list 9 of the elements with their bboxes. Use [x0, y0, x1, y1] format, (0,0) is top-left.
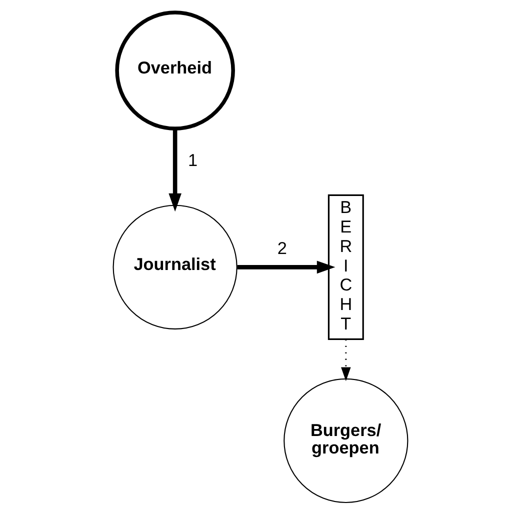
edge-label: 2	[277, 238, 287, 258]
node-circle: Journalist	[112, 204, 238, 330]
node-circle: Burgers/ groepen	[284, 378, 408, 504]
arrow	[237, 260, 336, 274]
node-circle: Overheid	[115, 10, 235, 130]
arrow	[168, 128, 182, 212]
edge-label: 1	[188, 150, 198, 170]
arrow	[341, 339, 351, 382]
node-box: BERICHT	[328, 194, 364, 340]
